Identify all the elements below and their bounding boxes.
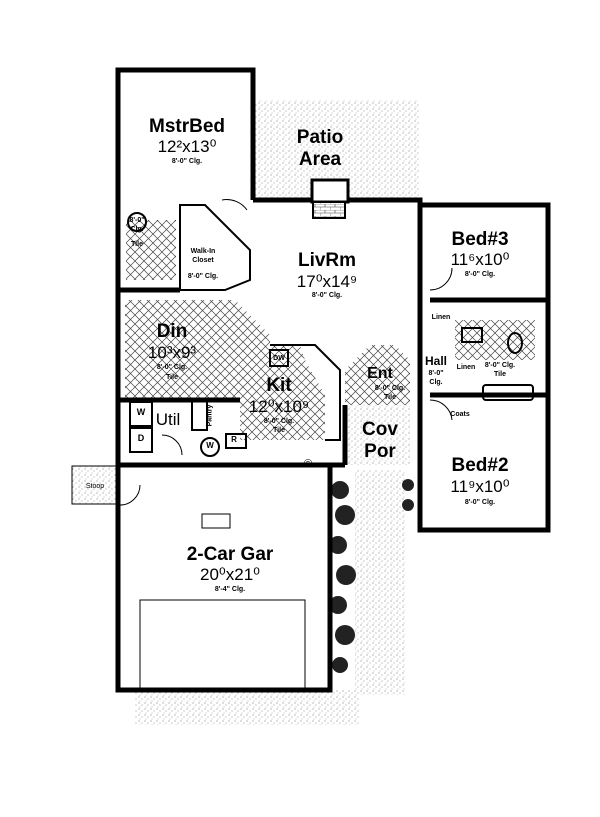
hearth <box>312 201 346 219</box>
kitchen-counter <box>270 344 341 441</box>
linen-label: Linen <box>431 314 451 321</box>
master-bath-ceiling2: Clg. <box>130 226 144 233</box>
door-swing <box>119 484 141 506</box>
linen-label-2: Linen <box>456 364 476 371</box>
garage-label: 2-Car Gar <box>186 544 274 565</box>
stoop-label: Stoop <box>85 483 105 490</box>
living-label: LivRm <box>297 250 357 271</box>
door-swing <box>221 199 248 211</box>
hall-bath-tile <box>455 320 535 360</box>
kitchen-floor: Tile <box>273 427 285 434</box>
walkway <box>355 470 405 695</box>
vanity-sink <box>461 327 483 343</box>
kitchen-tile <box>240 345 325 440</box>
hall-ceiling2: Clg. <box>429 379 443 386</box>
entry-tile <box>345 345 410 405</box>
entry-ceiling: 8'-0" Clg. <box>374 385 406 392</box>
master-bath-ceiling: 8'-0" <box>129 217 145 224</box>
living-dim: 17⁰x14⁹ <box>296 272 358 291</box>
garage-dim: 20⁰x21⁰ <box>200 565 260 584</box>
closet-label-1: Walk-In <box>190 248 216 255</box>
fireplace <box>310 178 350 204</box>
water-heater <box>200 437 220 457</box>
driveway <box>135 690 360 725</box>
bed2-dim: 11⁹x10⁰ <box>450 477 510 496</box>
kitchen-label: Kit <box>266 375 292 396</box>
door-swing <box>429 267 453 291</box>
garage-ceiling: 8'-4" Clg. <box>214 586 246 593</box>
hall-ceiling: 8'-0" <box>428 370 444 377</box>
master-bed-ceiling: 8'-0" Clg. <box>171 158 203 165</box>
cov-por-label-1: Cov <box>362 419 398 440</box>
master-tub <box>127 212 147 232</box>
garage-door <box>139 599 306 691</box>
patio-label-1: Patio <box>296 127 344 148</box>
refrigerator-label: R <box>231 435 237 444</box>
toilet <box>507 332 523 354</box>
walk-in-closet <box>179 204 251 291</box>
door-swing <box>161 434 183 456</box>
water-heater-label: W <box>206 441 214 450</box>
coats-label: Coats <box>450 411 470 418</box>
bed3-label: Bed#3 <box>451 229 509 250</box>
hall-bath-ceiling: 8'-0" Clg. <box>484 362 516 369</box>
dining-tile <box>125 300 270 400</box>
bed2-label: Bed#2 <box>451 455 509 476</box>
dining-dim: 10³x9³ <box>147 343 197 362</box>
garage-attic-access <box>201 513 231 529</box>
dining-ceiling: 8'-0" Clg. <box>156 364 188 371</box>
dryer-label: D <box>137 433 145 443</box>
cov-porch-floor <box>345 405 410 465</box>
master-bed-dim: 12²x13⁰ <box>157 137 217 156</box>
copyright-mark: © <box>303 458 313 470</box>
kitchen-dim: 12⁰x10⁹ <box>248 397 310 416</box>
washer <box>129 401 153 427</box>
dining-floor: Tile <box>166 374 178 381</box>
bed2-ceiling: 8'-0" Clg. <box>464 499 496 506</box>
master-bed-label: MstrBed <box>148 116 226 137</box>
cov-por-label-2: Por <box>364 441 396 462</box>
kitchen-ceiling: 8'-0" Clg. <box>263 418 295 425</box>
dryer <box>129 427 153 453</box>
stoop-floor <box>71 465 119 505</box>
hall-label: Hall <box>424 354 448 368</box>
closet-label-2: Closet <box>192 257 214 264</box>
dishwasher <box>269 349 289 367</box>
pantry-label: Pantry <box>206 404 214 427</box>
closet-ceiling: 8'-0" Clg. <box>187 273 219 280</box>
bed3-ceiling: 8'-0" Clg. <box>464 271 496 278</box>
entry-floor: Tile <box>384 394 396 401</box>
entry-label: Ent <box>367 365 393 382</box>
patio-label-2: Area <box>298 149 342 170</box>
pantry <box>191 399 208 431</box>
living-ceiling: 8'-0" Clg. <box>311 292 343 299</box>
utility-label: Util <box>155 410 181 429</box>
hall-bath-floor: Tile <box>494 371 506 378</box>
dining-label: Din <box>156 321 188 342</box>
refrigerator <box>225 433 247 449</box>
washer-label: W <box>136 407 146 417</box>
planting-bed <box>329 479 414 673</box>
master-bath-floor: Tile <box>131 241 143 248</box>
door-swing <box>429 399 453 421</box>
bed3-dim: 11⁶x10⁰ <box>450 250 510 269</box>
bathtub <box>482 384 534 401</box>
dishwasher-label: DW <box>273 355 285 362</box>
